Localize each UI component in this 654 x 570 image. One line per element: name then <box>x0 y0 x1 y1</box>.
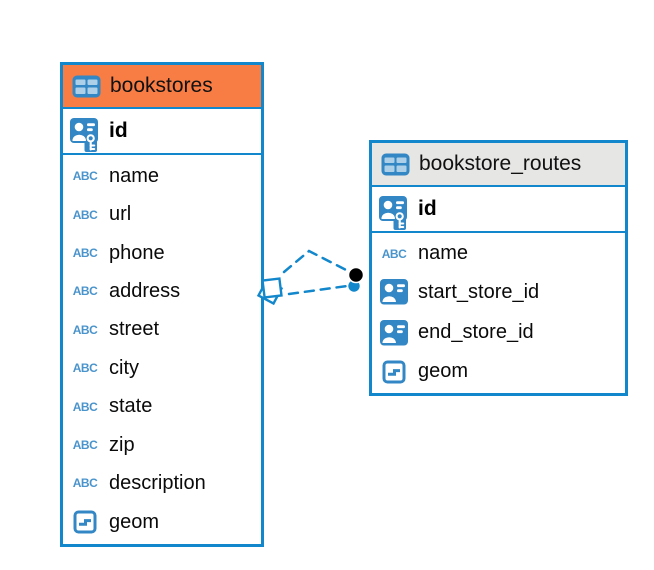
table-bookstores[interactable]: bookstores id A <box>60 62 264 547</box>
text-type-icon: ABC <box>381 246 407 261</box>
primary-key-name: id <box>109 119 128 142</box>
column-row-phone[interactable]: ABC phone <box>63 234 261 272</box>
primary-key-row[interactable]: id <box>63 109 261 155</box>
column-row-name[interactable]: ABC name <box>372 235 625 272</box>
column-name: url <box>109 203 132 226</box>
primary-key-name: id <box>418 197 437 220</box>
column-name: zip <box>109 433 135 456</box>
table-bookstore-routes[interactable]: bookstore_routes id <box>369 140 628 396</box>
column-row-end-store-id[interactable]: end_store_id <box>372 313 625 353</box>
column-list: ABC name ABC url ABC phone ABC address A… <box>63 155 261 544</box>
column-name: state <box>109 395 153 418</box>
column-row-geom[interactable]: geom <box>63 503 261 542</box>
primary-key-row[interactable]: id <box>372 187 625 233</box>
primary-key-icon <box>70 109 100 153</box>
text-type-icon: ABC <box>72 361 98 376</box>
text-type-icon: ABC <box>72 207 98 222</box>
column-row-street[interactable]: ABC street <box>63 311 261 349</box>
column-name: description <box>109 471 206 494</box>
column-name: name <box>109 164 160 187</box>
table-header[interactable]: bookstores <box>63 65 261 109</box>
table-name: bookstores <box>110 74 213 97</box>
column-row-name[interactable]: ABC name <box>63 157 261 195</box>
relationship-line-upper <box>282 249 352 274</box>
column-name: geom <box>109 510 160 533</box>
reference-id-badge-icon <box>379 279 409 305</box>
text-type-icon: ABC <box>72 322 98 337</box>
column-name: name <box>418 242 469 265</box>
column-list: ABC name start_store_id <box>372 233 625 393</box>
column-row-zip[interactable]: ABC zip <box>63 426 261 464</box>
column-row-address[interactable]: ABC address <box>63 272 261 310</box>
text-type-icon: ABC <box>72 169 98 184</box>
column-row-state[interactable]: ABC state <box>63 387 261 425</box>
column-name: start_store_id <box>418 280 540 303</box>
text-type-icon: ABC <box>72 476 98 491</box>
table-grid-icon <box>71 75 101 98</box>
text-type-icon: ABC <box>72 246 98 261</box>
table-name: bookstore_routes <box>419 152 582 175</box>
column-name: city <box>109 356 139 379</box>
relationship-line-lower <box>287 284 349 296</box>
reference-id-badge-icon <box>379 319 409 346</box>
column-name: phone <box>109 241 165 264</box>
relationship-target-marker <box>347 266 365 292</box>
geometry-type-icon <box>70 510 100 534</box>
column-row-url[interactable]: ABC url <box>63 195 261 233</box>
table-grid-icon <box>380 153 410 176</box>
column-row-description[interactable]: ABC description <box>63 464 261 502</box>
text-type-icon: ABC <box>72 284 98 299</box>
column-name: street <box>109 318 160 341</box>
column-row-city[interactable]: ABC city <box>63 349 261 387</box>
table-header[interactable]: bookstore_routes <box>372 143 625 187</box>
text-type-icon: ABC <box>72 438 98 453</box>
geometry-type-icon <box>379 360 409 384</box>
column-row-start-store-id[interactable]: start_store_id <box>372 272 625 312</box>
column-name: end_store_id <box>418 321 534 344</box>
primary-key-icon <box>379 187 409 231</box>
column-name: geom <box>418 360 469 383</box>
column-row-geom[interactable]: geom <box>372 353 625 391</box>
text-type-icon: ABC <box>72 399 98 414</box>
column-name: address <box>109 279 181 302</box>
